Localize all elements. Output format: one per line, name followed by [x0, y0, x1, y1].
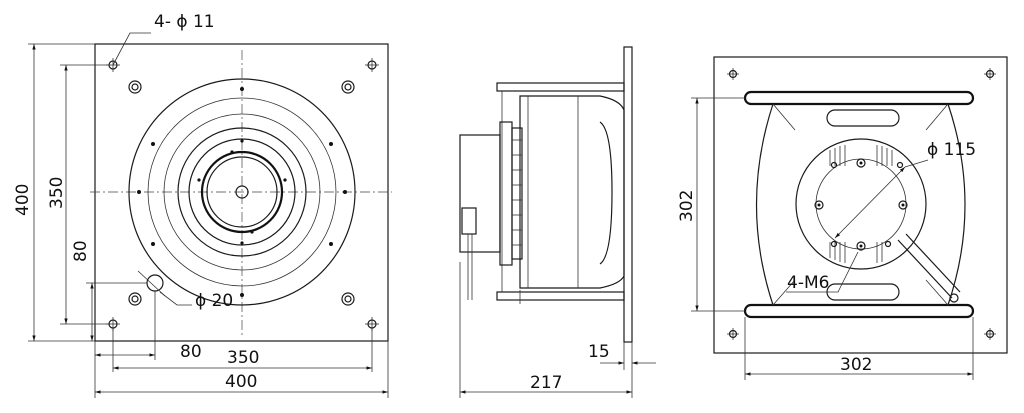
dim-depth: 217: [530, 373, 562, 393]
rear-dim-height: 302: [677, 190, 697, 222]
dim-height-overall: 400: [13, 184, 33, 216]
front-plate-outline: [94, 43, 389, 342]
dim-offset-x: 80: [180, 342, 202, 362]
rear-dim-width: 302: [840, 355, 872, 375]
side-view: 217 15: [459, 46, 656, 398]
thread-callout-label: 4-M6: [787, 273, 829, 293]
front-ring-holes: [137, 87, 347, 297]
front-fan-rings: [128, 78, 356, 306]
front-corner-holes: [106, 58, 379, 331]
motor-diameter-label: ϕ 115: [927, 140, 976, 160]
rear-m6-bosses: [814, 158, 908, 251]
rear-plate-outline: [713, 56, 1008, 354]
hole-callout-label: 4- ϕ 11: [154, 12, 215, 32]
rear-bracket-bottom: [743, 303, 975, 319]
dim-width-overall: 400: [225, 372, 257, 392]
dim-height-holes: 350: [47, 177, 67, 209]
front-mounting-bosses: [128, 80, 355, 306]
front-horizontal-dims: [94, 291, 389, 398]
front-cable-hole: [146, 274, 164, 292]
dim-flange: 15: [588, 342, 610, 362]
rear-view: ϕ 115 4-M6 302 302: [677, 56, 1008, 380]
rear-motor-disc: [795, 138, 927, 270]
dim-width-holes: 350: [227, 348, 259, 368]
rear-corner-holes: [727, 68, 996, 340]
side-flange: [623, 46, 633, 343]
dim-offset-y: 80: [71, 240, 91, 262]
rear-bracket-top: [743, 90, 975, 106]
front-view: ϕ 20 4- ϕ 11 80 350 400 40: [13, 12, 392, 398]
front-vertical-dims: [28, 43, 147, 342]
center-hole-label: ϕ 20: [195, 291, 233, 311]
